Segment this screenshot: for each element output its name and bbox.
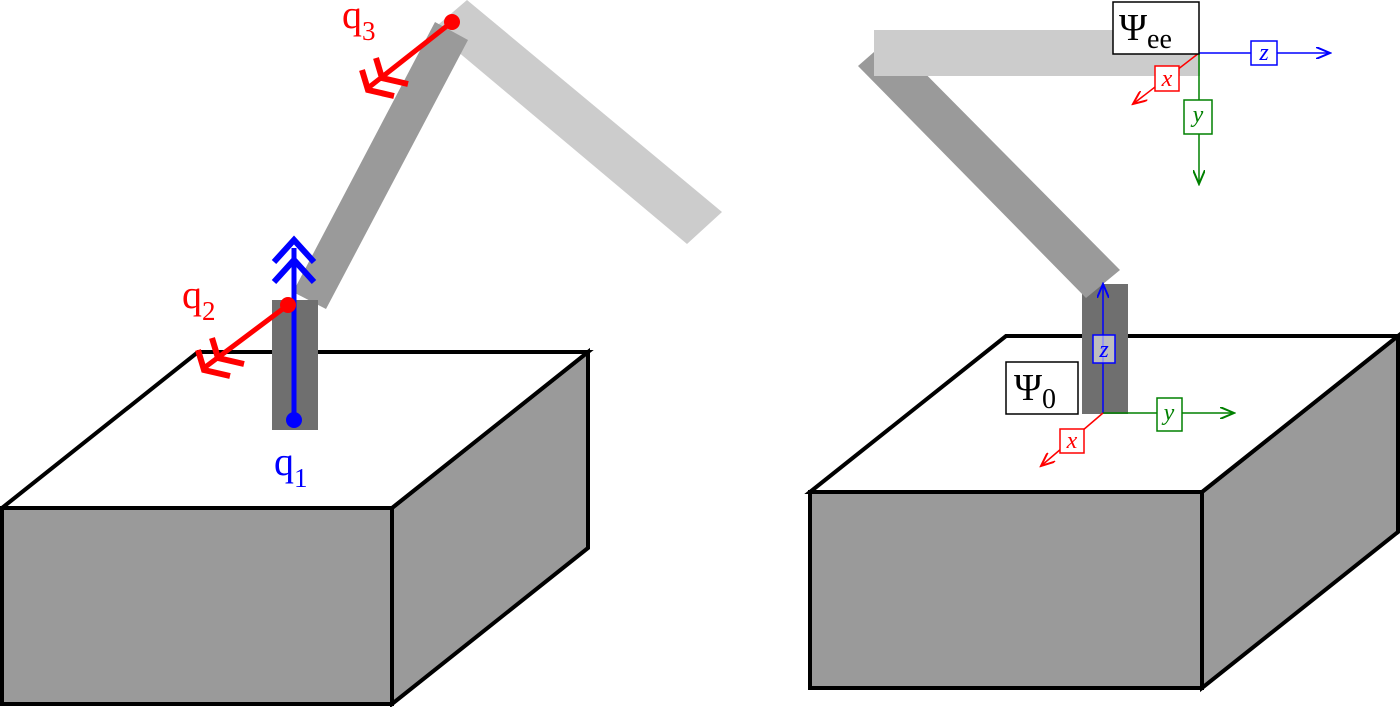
frame-psi-ee-z-label: z — [1258, 40, 1269, 66]
frame-psi-0-z-label: z — [1098, 337, 1109, 363]
frame-psi-0-label-box — [1005, 361, 1079, 415]
frame-psi-ee-axes: z x y — [1133, 40, 1330, 184]
frame-psi-ee-z-box — [1250, 40, 1278, 66]
frame-psi-0-axes: z y x — [1041, 284, 1234, 466]
frame-psi-ee-y-box — [1183, 99, 1213, 135]
frame-psi-ee-x-box — [1154, 65, 1180, 92]
left-robot-figure: q1 q2 q3 — [0, 0, 722, 707]
frame-psi-ee-label: Ψee — [1119, 7, 1172, 55]
frame-psi-0-label: Ψ0 — [1014, 367, 1056, 415]
left-link-3 — [432, 0, 722, 244]
frame-psi-0-y-label: y — [1162, 400, 1175, 426]
right-base-front-face — [808, 490, 1204, 690]
frame-psi-ee-y-label: y — [1191, 102, 1204, 128]
frame-psi-0-x-box — [1059, 428, 1085, 454]
frame-psi-ee-x-label: x — [1161, 66, 1173, 92]
right-robot-figure: z y x Ψ0 z x y Ψee — [804, 1, 1400, 693]
frame-psi-0-z-box — [1092, 334, 1116, 364]
frame-psi-ee-label-box — [1112, 1, 1200, 55]
joint-q3-revolute — [359, 14, 460, 99]
joint-q1-label: q1 — [274, 439, 308, 493]
right-link-2 — [858, 38, 1120, 298]
left-link-2 — [293, 22, 468, 309]
frame-psi-0-y-box — [1156, 397, 1183, 432]
joint-q2-revolute — [195, 297, 296, 379]
left-base-front-face — [0, 506, 394, 706]
frame-psi-0-x-label: x — [1066, 428, 1078, 454]
joint-q2-label: q2 — [182, 272, 216, 326]
joint-q3-label: q3 — [342, 0, 376, 46]
joint-q1-prismatic — [271, 235, 317, 428]
